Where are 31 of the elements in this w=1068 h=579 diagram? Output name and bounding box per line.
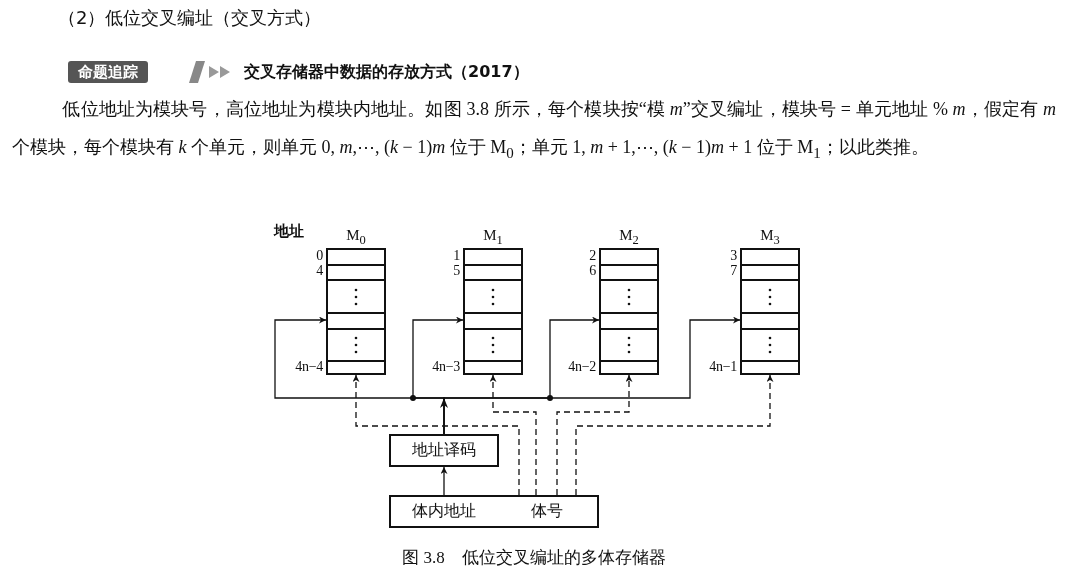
address-label: 5 <box>453 263 460 279</box>
dashed-arrow <box>556 374 633 496</box>
column-heading: 地址 <box>274 221 304 241</box>
address-label: 4 <box>316 263 323 279</box>
module-label: M$_{1}$ <box>482 226 504 248</box>
body-paragraph: 低位地址为模块号，高位地址为模块内地址。如图 3.8 所示，每个模块按“模 m”交叉编址，模块号 = 单元地址 % m，假定有 m 个模块，每个模块有 k 个单元，则单元 0, m,⋯, (k − 1)m 位于 M$_{0}$；单元 1, m + 1,⋯, (k − 1)m + 1 位于 M$_{1}$；以此类推。 <box>12 98 1056 163</box>
address-label: 6 <box>589 263 596 279</box>
module-label: M$_{2}$ <box>618 226 640 248</box>
address-label: 4n−2 <box>568 359 596 375</box>
arrow <box>443 316 741 435</box>
decoder-box: 地址译码 <box>389 434 499 467</box>
address-label: 0 <box>316 248 323 264</box>
address-label: 2 <box>589 248 596 264</box>
address-label: 4n−3 <box>432 359 460 375</box>
register-field: 体号 <box>497 495 599 528</box>
figure-caption: 图 3.8 低位交叉编址的多体存储器 <box>401 547 667 569</box>
dashed-arrow <box>489 374 537 496</box>
address-label: 7 <box>730 263 737 279</box>
arrow <box>440 466 448 496</box>
tag-badge: 命题追踪 <box>68 61 148 83</box>
topic-heading: 交叉存储器中数据的存放方式（2017） <box>244 61 529 83</box>
dashed-arrow <box>575 374 774 496</box>
address-label: 4n−4 <box>295 359 323 375</box>
address-label: 1 <box>453 248 460 264</box>
register-field: 体内地址 <box>389 495 499 528</box>
section-heading: （2）低位交叉编址（交叉方式） <box>58 6 322 30</box>
address-label: 4n−1 <box>709 359 737 375</box>
address-label: 3 <box>730 248 737 264</box>
dashed-arrow <box>352 374 520 496</box>
module-label: M$_{0}$ <box>345 226 367 248</box>
module-label: M$_{3}$ <box>759 226 781 248</box>
